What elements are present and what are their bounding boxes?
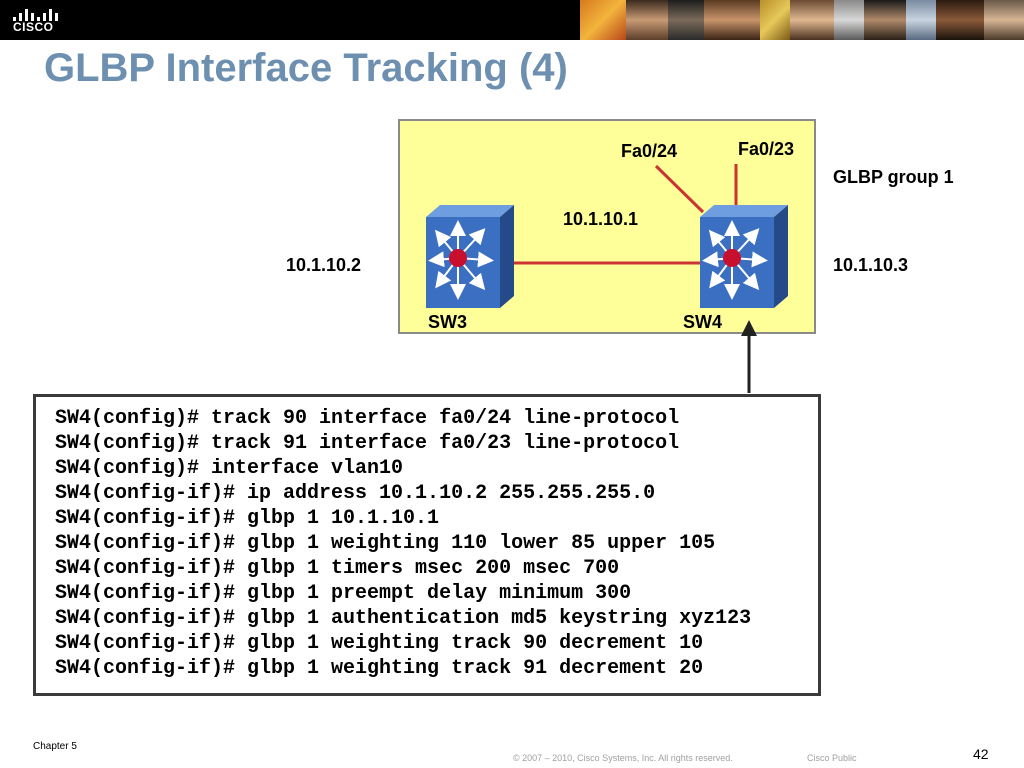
sw4-ip-label: 10.1.10.3 bbox=[833, 255, 909, 275]
cisco-wordmark: CISCO bbox=[13, 20, 54, 34]
config-line: SW4(config-if)# glbp 1 weighting track 9… bbox=[55, 632, 704, 655]
config-line: SW4(config)# interface vlan10 bbox=[55, 457, 404, 480]
sw4-label: SW4 bbox=[683, 312, 723, 332]
interface-label-fa0-23: Fa0/23 bbox=[738, 139, 795, 159]
interface-label-fa0-24: Fa0/24 bbox=[621, 141, 678, 161]
chapter-label: Chapter 5 bbox=[33, 741, 77, 752]
cisco-logo: CISCO bbox=[12, 7, 60, 35]
sw4-switch-icon bbox=[700, 205, 788, 308]
config-line: SW4(config-if)# glbp 1 timers msec 200 m… bbox=[55, 557, 620, 580]
link-fa0-24 bbox=[654, 164, 705, 214]
slide-title: GLBP Interface Tracking (4) bbox=[44, 46, 568, 90]
glbp-group-label: GLBP group 1 bbox=[833, 167, 954, 187]
virtual-ip-label: 10.1.10.1 bbox=[563, 209, 639, 229]
copyright-text: © 2007 – 2010, Cisco Systems, Inc. All r… bbox=[513, 753, 733, 763]
config-line: SW4(config-if)# glbp 1 preempt delay min… bbox=[55, 582, 632, 605]
sw3-ip-label: 10.1.10.2 bbox=[286, 255, 362, 275]
config-line: SW4(config-if)# glbp 1 authentication md… bbox=[55, 607, 752, 630]
config-line: SW4(config)# track 90 interface fa0/24 l… bbox=[55, 407, 680, 430]
people-photos-banner bbox=[580, 0, 1024, 40]
page-number: 42 bbox=[973, 746, 989, 762]
config-line: SW4(config-if)# ip address 10.1.10.2 255… bbox=[55, 482, 656, 505]
cisco-bars-icon bbox=[12, 7, 58, 21]
up-arrow-icon bbox=[741, 320, 757, 336]
config-line: SW4(config-if)# glbp 1 weighting track 9… bbox=[55, 657, 704, 680]
sw3-switch-icon bbox=[426, 205, 514, 308]
config-code-box: SW4(config)# track 90 interface fa0/24 l… bbox=[33, 394, 821, 696]
config-line: SW4(config-if)# glbp 1 weighting 110 low… bbox=[55, 532, 716, 555]
classification-label: Cisco Public bbox=[807, 753, 857, 763]
sw3-label: SW3 bbox=[428, 312, 468, 332]
config-line: SW4(config)# track 91 interface fa0/23 l… bbox=[55, 432, 680, 455]
header-bar: CISCO bbox=[0, 0, 1024, 40]
config-line: SW4(config-if)# glbp 1 10.1.10.1 bbox=[55, 507, 440, 530]
